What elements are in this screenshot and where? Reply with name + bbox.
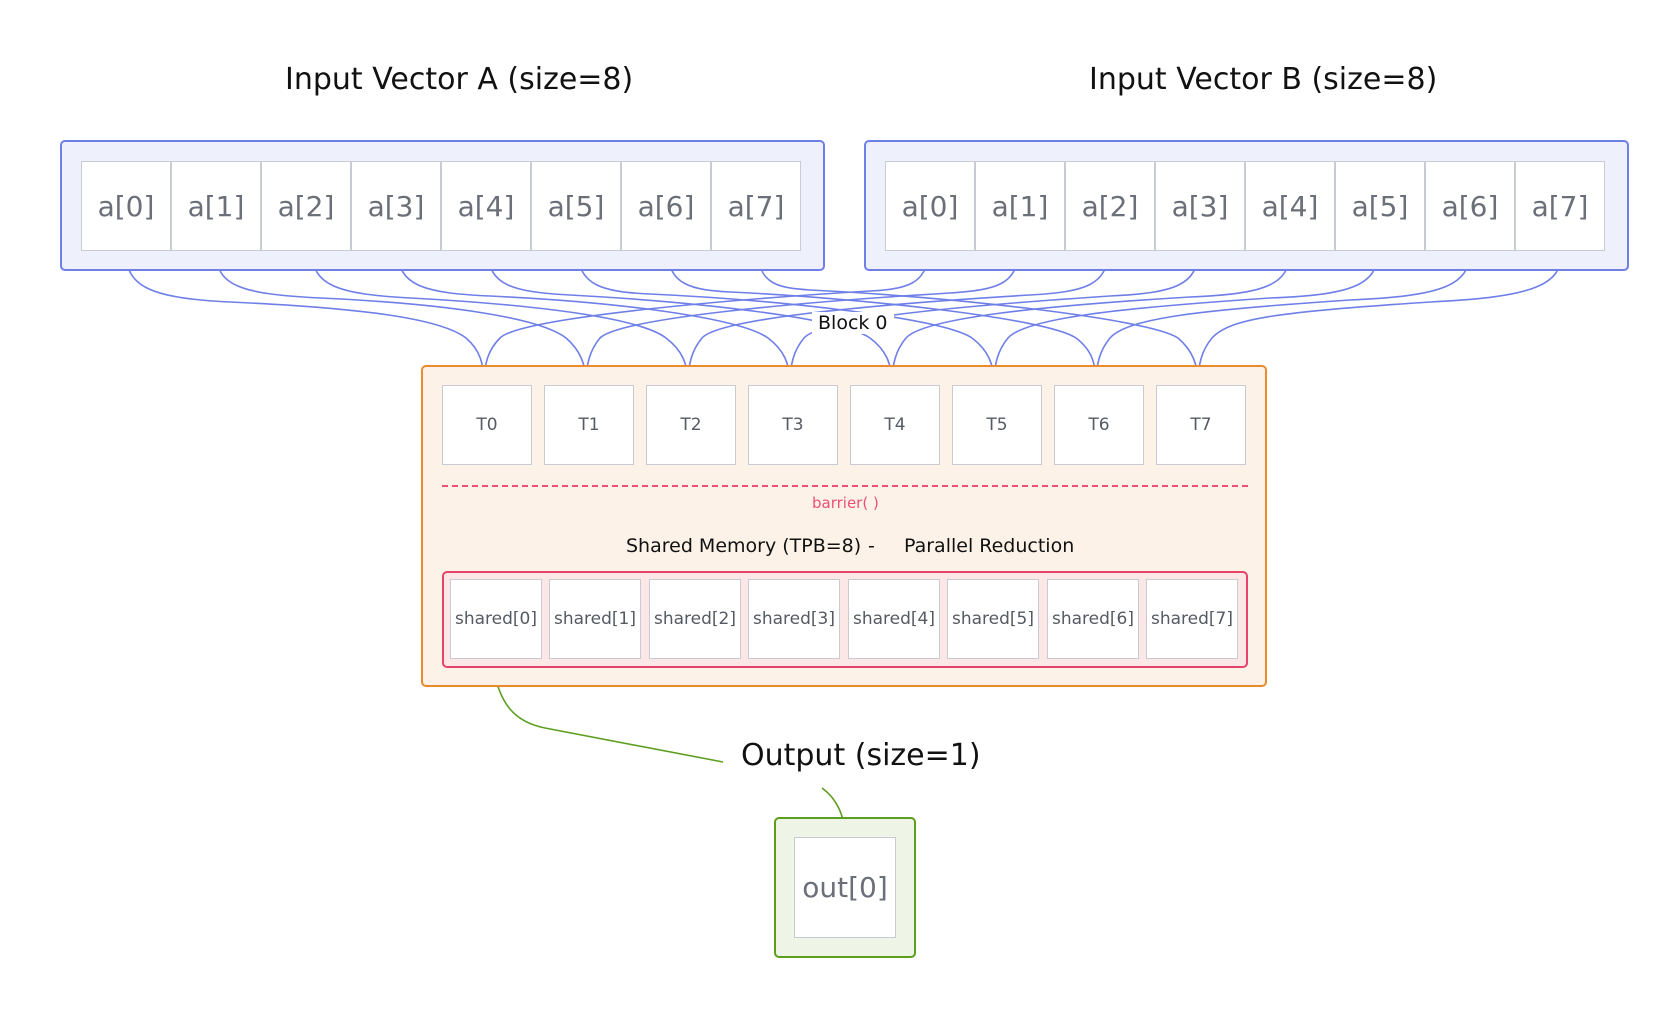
shared-cell: shared[0]	[450, 579, 542, 659]
block-label: Block 0	[812, 312, 894, 334]
vector-b-cell: a[2]	[1065, 161, 1155, 251]
output-cell: out[0]	[794, 837, 896, 938]
parallel-reduction-title: Parallel Reduction	[904, 535, 1075, 557]
thread-box: T5	[952, 385, 1042, 465]
links-b-to-threads	[477, 250, 1563, 386]
vector-b-cell: a[5]	[1335, 161, 1425, 251]
barrier-label: barrier( )	[812, 494, 879, 512]
shared-cell: shared[3]	[748, 579, 840, 659]
vector-b-cell: a[7]	[1515, 161, 1605, 251]
link-a4-t4	[487, 250, 899, 386]
thread-box: T2	[646, 385, 736, 465]
link-a5-t5	[577, 250, 1001, 386]
link-a2-t2	[311, 250, 695, 386]
link-a6-t6	[667, 250, 1103, 386]
shared-cell: shared[6]	[1047, 579, 1139, 659]
vector-a-cell: a[1]	[171, 161, 261, 251]
shared-cell: shared[7]	[1146, 579, 1238, 659]
vector-a-cell: a[4]	[441, 161, 531, 251]
shared-cell: shared[1]	[549, 579, 641, 659]
thread-box: T4	[850, 385, 940, 465]
link-a7-t7	[757, 250, 1205, 386]
link-b4-t4	[885, 250, 1291, 386]
vector-a-cell: a[5]	[531, 161, 621, 251]
vector-a-cell: a[2]	[261, 161, 351, 251]
links-a-to-threads	[125, 250, 1205, 386]
link-b6-t6	[1089, 250, 1471, 386]
link-b0-t0	[477, 250, 929, 386]
input-vector-a-title: Input Vector A (size=8)	[285, 62, 634, 97]
vector-b-cell: a[6]	[1425, 161, 1515, 251]
link-a1-t1	[215, 250, 593, 386]
output-title: Output (size=1)	[741, 738, 981, 773]
link-b3-t3	[783, 250, 1199, 386]
link-b1-t1	[579, 250, 1019, 386]
thread-box: T7	[1156, 385, 1246, 465]
shared-memory-separator: -	[868, 535, 875, 557]
vector-b-cell: a[1]	[975, 161, 1065, 251]
link-b2-t2	[681, 250, 1109, 386]
link-a3-t3	[397, 250, 797, 386]
link-b5-t5	[987, 250, 1379, 386]
barrier-line	[442, 485, 1248, 487]
thread-box: T6	[1054, 385, 1144, 465]
link-a0-t0	[125, 250, 491, 386]
shared-cell: shared[2]	[649, 579, 741, 659]
vector-a-cell: a[0]	[81, 161, 171, 251]
link-b7-t7	[1191, 250, 1563, 386]
shared-cell: shared[5]	[947, 579, 1039, 659]
vector-a-cell: a[7]	[711, 161, 801, 251]
thread-box: T1	[544, 385, 634, 465]
vector-a-cell: a[6]	[621, 161, 711, 251]
vector-b-cell: a[0]	[885, 161, 975, 251]
shared-cell: shared[4]	[848, 579, 940, 659]
vector-b-cell: a[3]	[1155, 161, 1245, 251]
shared-memory-title: Shared Memory (TPB=8)	[626, 535, 862, 557]
thread-box: T3	[748, 385, 838, 465]
thread-box: T0	[442, 385, 532, 465]
input-vector-b-title: Input Vector B (size=8)	[1089, 62, 1438, 97]
vector-b-cell: a[4]	[1245, 161, 1335, 251]
vector-a-cell: a[3]	[351, 161, 441, 251]
